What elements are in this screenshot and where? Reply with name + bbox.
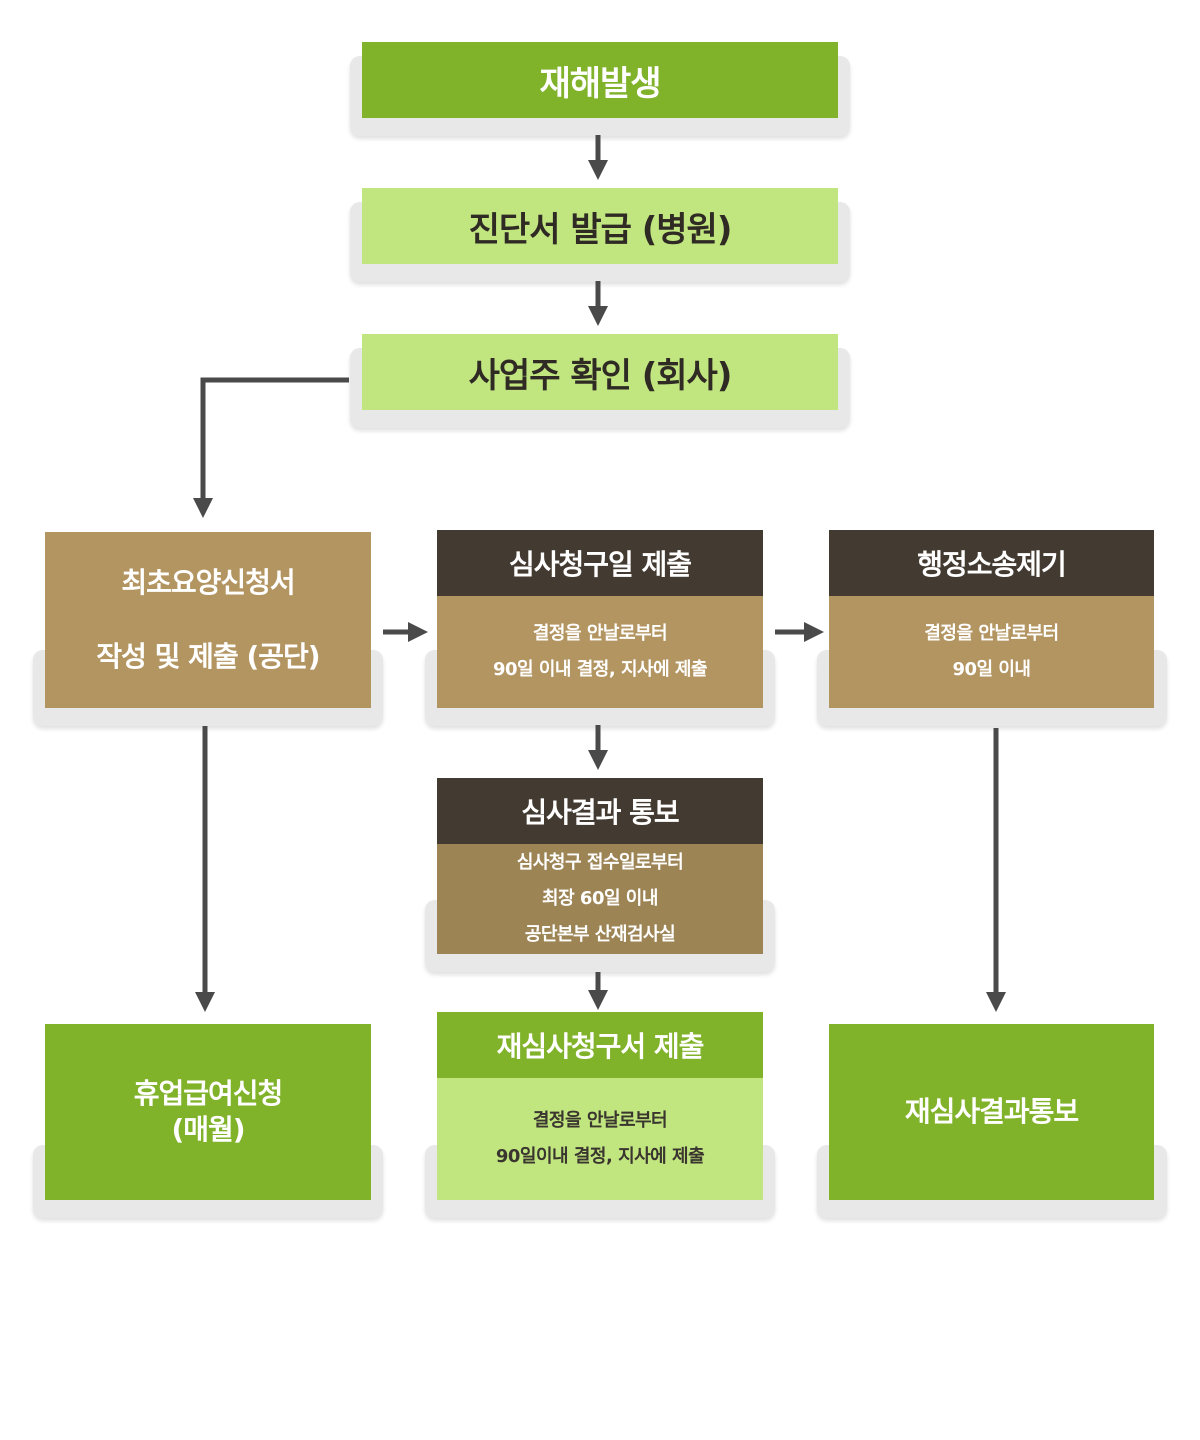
leave-benefit-line1: 휴업급여신청 [133,1077,284,1110]
rereview-result-box: 재심사결과통보 [829,1024,1154,1200]
rereview-request-header: 재심사청구서 제출 [437,1012,763,1078]
initial-request-box: 최초요양신청서 작성 및 제출 (공단) [45,532,371,708]
review-request-header: 심사청구일 제출 [437,530,763,596]
step-employer-confirmation-label: 사업주 확인 (회사) [468,355,733,396]
arrow-step3-to-initial-request [193,377,349,518]
review-request-title: 심사청구일 제출 [508,548,692,581]
leave-benefit-line2: (매월) [171,1113,245,1146]
initial-request-line1: 최초요양신청서 [121,566,295,599]
rereview-request-body: 결정을 안날로부터 90일이내 결정, 지사에 제출 [437,1078,763,1200]
rereview-result-label: 재심사결과통보 [904,1095,1079,1128]
admin-lawsuit-line1: 결정을 안날로부터 [924,623,1059,644]
review-result-line1: 심사청구 접수일로부터 [516,852,684,873]
review-result-body: 심사청구 접수일로부터 최장 60일 이내 공단본부 산재검사실 [437,844,763,954]
rereview-request-title: 재심사청구서 제출 [496,1030,705,1063]
rereview-request-line2: 90일이내 결정, 지사에 제출 [495,1146,705,1167]
review-result-header: 심사결과 통보 [437,778,763,844]
initial-request-line2: 작성 및 제출 (공단) [96,640,320,673]
review-result-line2: 최장 60일 이내 [542,888,658,909]
step-accident-occurrence-label: 재해발생 [539,63,661,104]
review-request-line2: 90일 이내 결정, 지사에 제출 [492,659,708,680]
leave-benefit-box: 휴업급여신청 (매월) [45,1024,371,1200]
step-accident-occurrence: 재해발생 [362,42,838,118]
admin-lawsuit-header: 행정소송제기 [829,530,1154,596]
step-diagnosis-issuance-label: 진단서 발급 (병원) [468,209,733,250]
rereview-request-line1: 결정을 안날로부터 [532,1110,668,1131]
review-result-title: 심사결과 통보 [521,796,679,829]
review-result-line3: 공단본부 산재검사실 [524,924,676,945]
admin-lawsuit-body: 결정을 안날로부터 90일 이내 [829,596,1154,708]
admin-lawsuit-line2: 90일 이내 [952,659,1032,680]
step-employer-confirmation: 사업주 확인 (회사) [362,334,838,410]
step-diagnosis-issuance: 진단서 발급 (병원) [362,188,838,264]
admin-lawsuit-title: 행정소송제기 [917,548,1067,581]
review-request-body: 결정을 안날로부터 90일 이내 결정, 지사에 제출 [437,596,763,708]
review-request-line1: 결정을 안날로부터 [532,623,668,644]
